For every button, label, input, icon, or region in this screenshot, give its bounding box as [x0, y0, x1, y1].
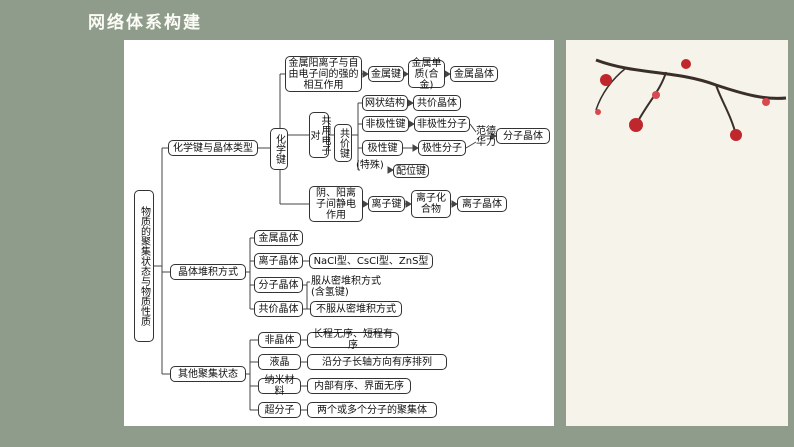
node-polar-bond: 极性键: [362, 140, 403, 156]
node-covalent-bond: 共价键: [334, 124, 352, 162]
packing-covalent-rule: 不服从密堆积方式: [310, 301, 402, 317]
packing-ionic-types: NaCl型、CsCl型、ZnS型: [309, 253, 433, 269]
other-state-desc: 内部有序、界面无序: [307, 378, 411, 394]
other-state-name: 超分子: [258, 402, 301, 418]
node-metal-desc: 金属阳离子与自由电子间的强的相互作用: [285, 56, 362, 92]
node-molecular-crystal: 分子晶体: [496, 128, 550, 144]
node-ionic-desc: 阴、阳离子间静电作用: [309, 186, 363, 222]
other-state-name: 非晶体: [258, 332, 301, 348]
node-chemical-bond: 化学键: [270, 128, 288, 170]
node-nonpolar-molecule: 非极性分子: [414, 116, 470, 132]
packing-molecular-crystal: 分子晶体: [254, 277, 303, 293]
node-covalent-crystal: 共价晶体: [413, 95, 461, 111]
root-node: 物质的聚集状态与物质性质: [134, 190, 154, 342]
node-metal-substance: 金属单质(合金): [408, 60, 445, 88]
node-nonpolar-bond: 非极性键: [362, 116, 409, 132]
node-metal-crystal: 金属晶体: [450, 66, 498, 82]
other-state-name: 纳米材料: [258, 378, 301, 394]
node-coordinate-bond: 配位键: [393, 164, 429, 178]
node-polar-molecule: 极性分子: [418, 140, 466, 156]
other-state-desc: 两个或多个分子的聚集体: [307, 402, 437, 418]
label-van-der-waals: 范德华力: [476, 126, 496, 148]
branch-crystal-packing: 晶体堆积方式: [170, 264, 246, 280]
node-network-structure: 网状结构: [362, 95, 408, 111]
node-metal-bond: 金属键: [368, 66, 404, 82]
other-state-desc: 长程无序、短程有序: [307, 332, 399, 348]
packing-molecular-rule: 服从密堆积方式 (含氢键): [311, 276, 381, 298]
branch-chemical-bond-crystal-type: 化学键与晶体类型: [168, 140, 258, 156]
packing-covalent-crystal: 共价晶体: [254, 301, 303, 317]
packing-ionic-crystal: 离子晶体: [254, 253, 303, 269]
node-shared-electron-pair: 共用电子对: [309, 112, 329, 158]
other-state-name: 液晶: [258, 354, 301, 370]
branch-other-states: 其他聚集状态: [170, 366, 246, 382]
node-ionic-crystal: 离子晶体: [457, 196, 507, 212]
node-ionic-compound: 离子化合物: [411, 190, 451, 218]
packing-metal-crystal: 金属晶体: [254, 230, 303, 246]
label-special: (特殊): [356, 160, 384, 171]
other-state-desc: 沿分子长轴方向有序排列: [307, 354, 447, 370]
node-ionic-bond: 离子键: [368, 196, 405, 212]
